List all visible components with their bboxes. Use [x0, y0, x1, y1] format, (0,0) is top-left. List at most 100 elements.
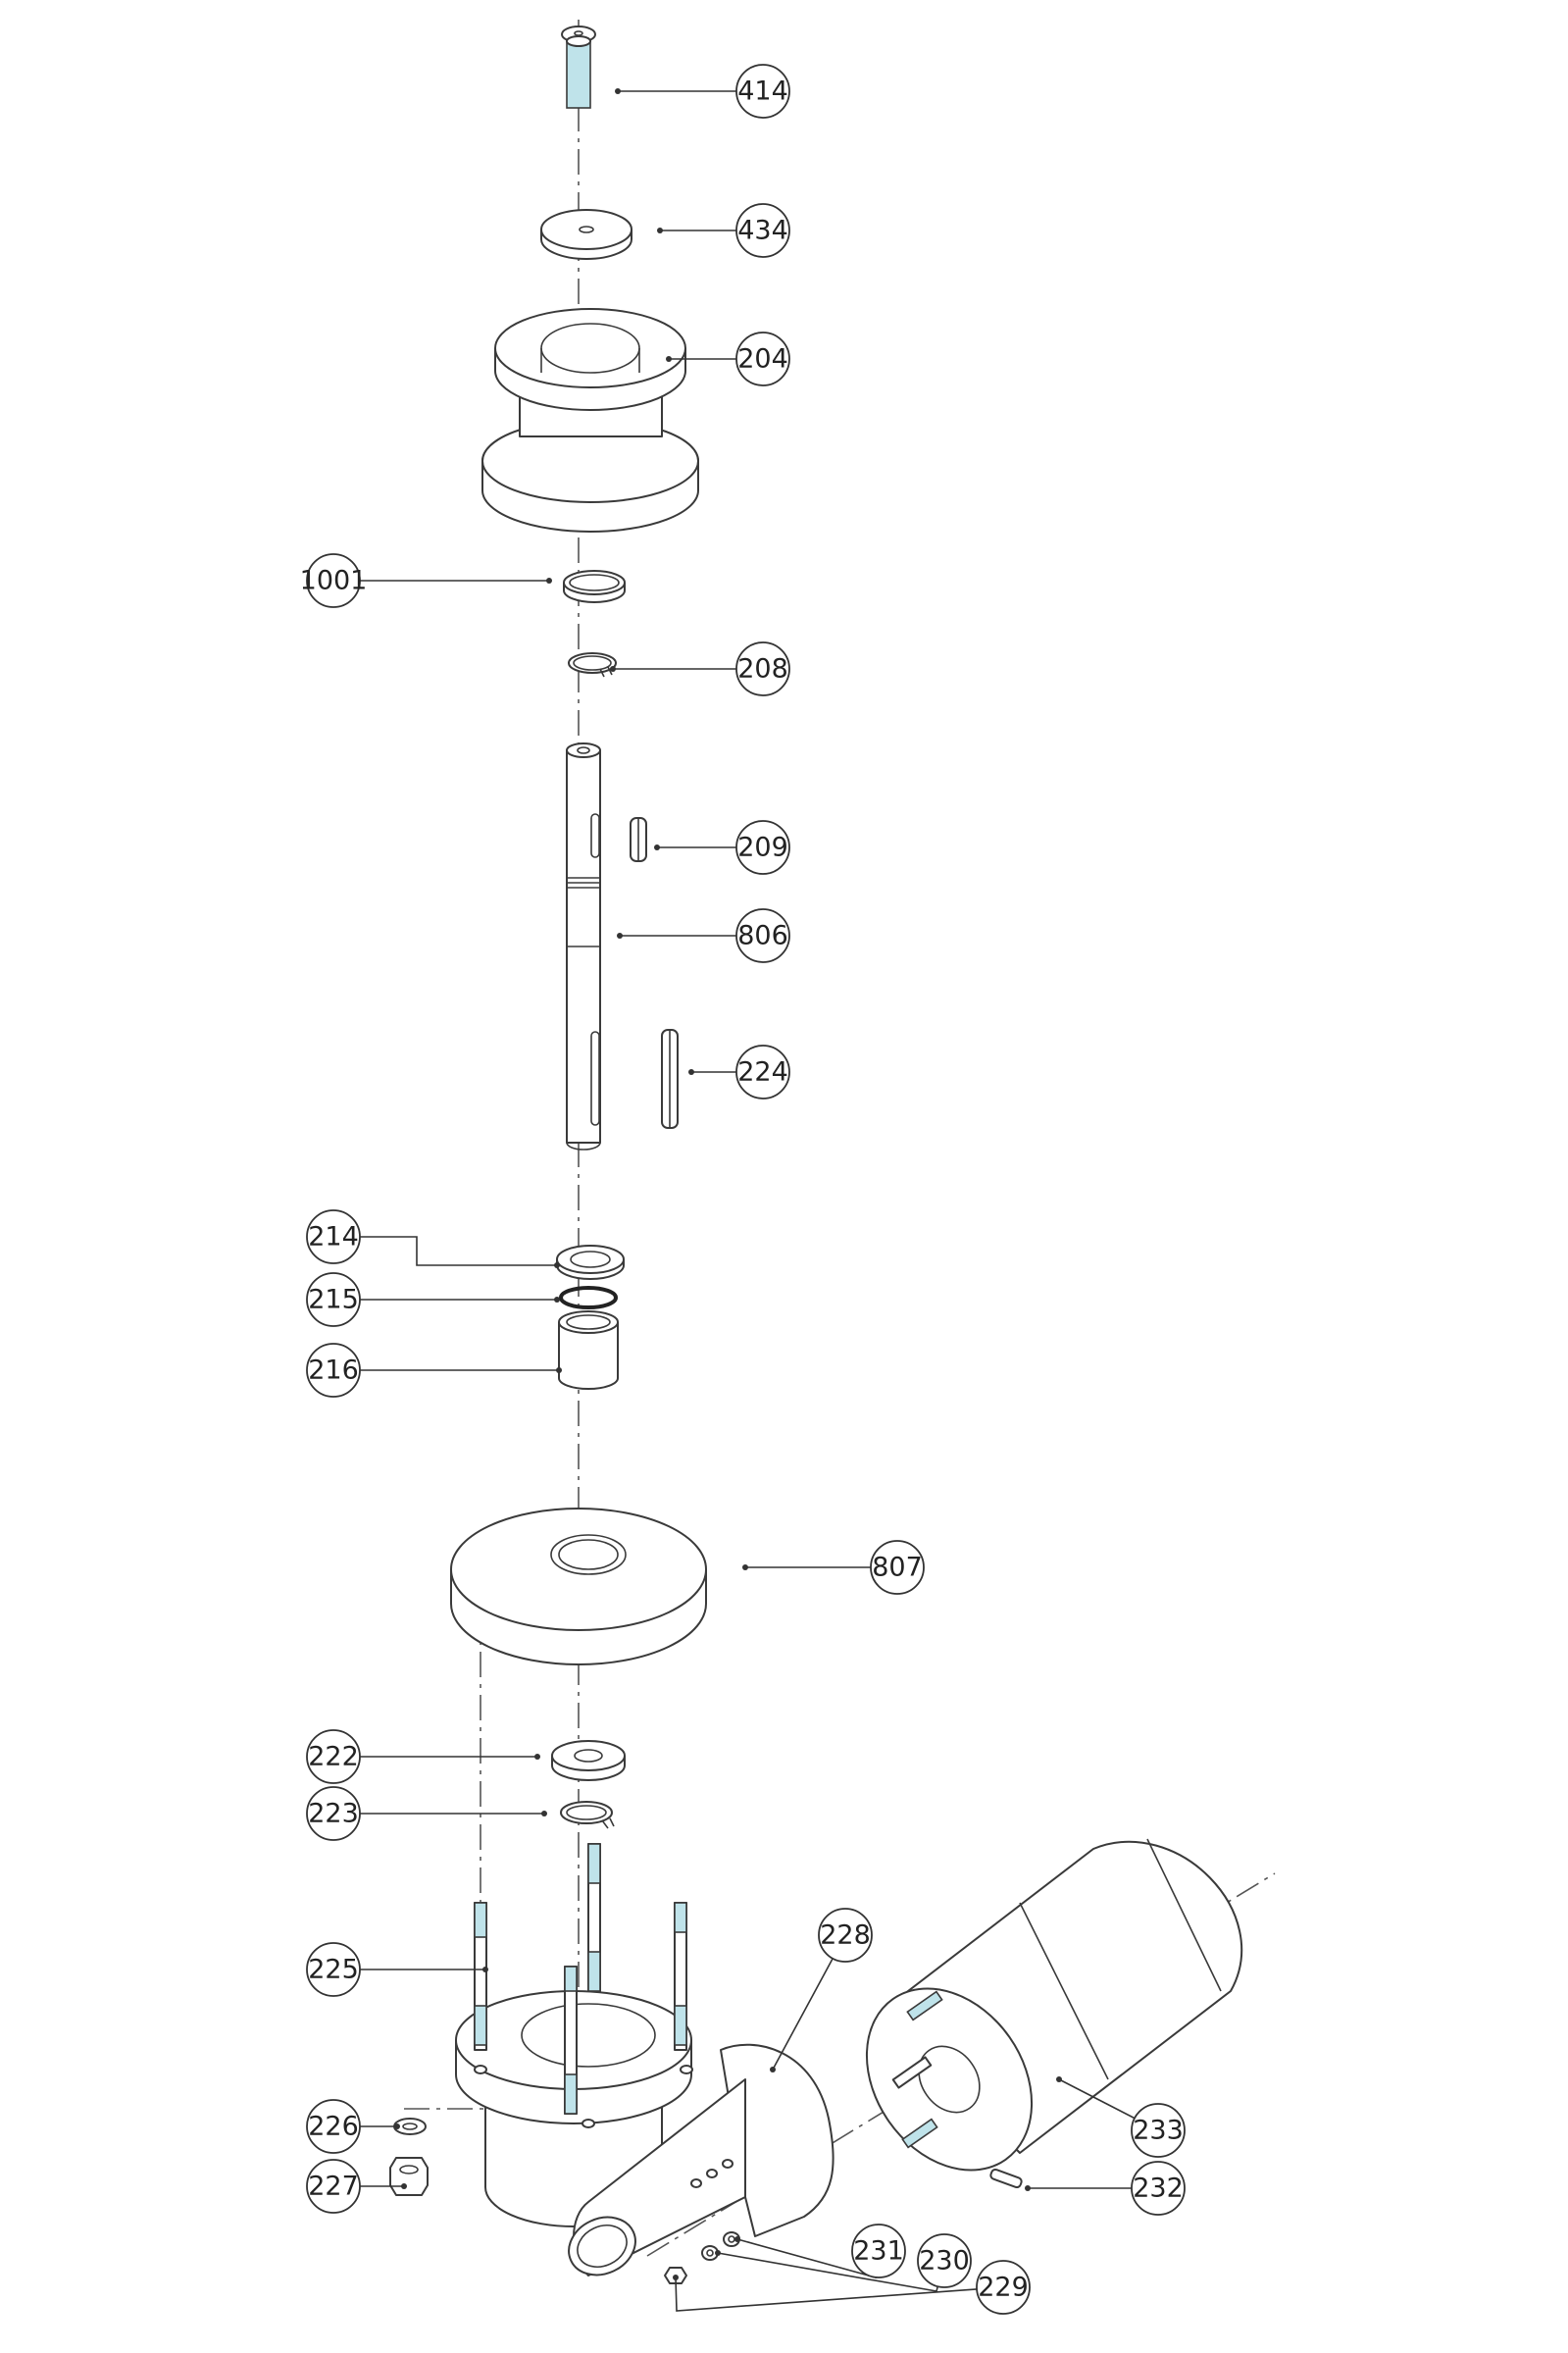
callout-233: 233 — [1131, 2103, 1186, 2158]
callout-circle-228 — [818, 1908, 873, 1963]
callout-circle-223 — [306, 1786, 361, 1841]
callout-label-225: 225 — [308, 1955, 359, 1985]
callout-216: 216 — [306, 1343, 361, 1398]
callout-label-215: 215 — [308, 1285, 359, 1315]
callout-label-807: 807 — [872, 1553, 923, 1583]
leader-lines — [360, 88, 1136, 2312]
callout-circle-806 — [735, 908, 790, 963]
callout-label-216: 216 — [308, 1356, 359, 1386]
part-224-key — [661, 1029, 679, 1129]
callout-circle-208 — [735, 641, 790, 696]
callout-227: 227 — [306, 2159, 361, 2214]
callout-226: 226 — [306, 2099, 361, 2154]
part-434-washer — [540, 209, 632, 260]
callout-806: 806 — [735, 908, 790, 963]
callout-label-226: 226 — [308, 2112, 359, 2142]
callout-209: 209 — [735, 820, 790, 875]
callout-bubbles: 414 434 204 1001 208 209 806 224 214 215 216 807 222… — [300, 64, 1186, 2315]
callout-214: 214 — [306, 1209, 361, 1264]
leader-dot-204 — [666, 356, 672, 362]
leader-dot-233 — [1056, 2076, 1062, 2082]
part-214-washer — [556, 1245, 625, 1280]
part-208-circlip — [568, 652, 617, 678]
callout-label-231: 231 — [853, 2236, 904, 2267]
callout-231: 231 — [851, 2224, 906, 2278]
callout-215: 215 — [306, 1272, 361, 1327]
part-209-key — [630, 817, 647, 862]
callout-circle-230 — [917, 2233, 972, 2288]
callout-label-434: 434 — [737, 216, 788, 246]
leader-dot-414 — [615, 88, 621, 94]
callout-label-209: 209 — [737, 833, 788, 863]
part-222-washer — [551, 1740, 626, 1781]
callout-label-229: 229 — [978, 2273, 1029, 2303]
leader-228 — [772, 1958, 834, 2071]
callout-circle-204 — [735, 332, 790, 386]
leader-dot-216 — [556, 1367, 562, 1373]
callout-circle-1001 — [306, 553, 361, 608]
leader-dot-434 — [657, 228, 663, 233]
callout-414: 414 — [735, 64, 790, 119]
callout-label-228: 228 — [820, 1920, 871, 1951]
callout-circle-224 — [735, 1045, 790, 1100]
leader-dot-806 — [617, 933, 623, 939]
callout-label-204: 204 — [737, 344, 788, 375]
leader-230 — [717, 2252, 939, 2292]
leader-dot-807 — [742, 1564, 748, 1570]
callout-circle-233 — [1131, 2103, 1186, 2158]
callout-230: 230 — [917, 2233, 972, 2288]
part-223-circlip — [560, 1801, 615, 1829]
callout-circle-414 — [735, 64, 790, 119]
leader-dot-225 — [482, 1967, 488, 1972]
callout-circle-222 — [306, 1729, 361, 1784]
callout-circle-225 — [306, 1942, 361, 1997]
callout-circle-232 — [1131, 2161, 1186, 2216]
callout-label-233: 233 — [1133, 2116, 1184, 2146]
leader-dot-228 — [770, 2067, 776, 2072]
leader-dot-208 — [610, 666, 616, 672]
leader-dot-1001 — [546, 578, 552, 584]
part-414-screw — [561, 26, 596, 109]
leader-dot-226 — [394, 2123, 400, 2129]
callout-circle-216 — [306, 1343, 361, 1398]
leader-dot-215 — [554, 1297, 560, 1303]
callout-225: 225 — [306, 1942, 361, 1997]
leader-214 — [360, 1236, 557, 1266]
leader-dot-224 — [688, 1069, 694, 1075]
part-228-adapter — [568, 2043, 835, 2276]
callout-224: 224 — [735, 1045, 790, 1100]
part-233-motor — [865, 1838, 1243, 2172]
callout-204: 204 — [735, 332, 790, 386]
leader-dot-223 — [541, 1811, 547, 1816]
callout-circle-227 — [306, 2159, 361, 2214]
leader-dot-230 — [715, 2250, 721, 2256]
callout-circle-209 — [735, 820, 790, 875]
callout-circle-807 — [870, 1540, 925, 1595]
part-806-shaft — [566, 742, 601, 1151]
part-215-o-ring — [559, 1286, 618, 1309]
callout-229: 229 — [976, 2260, 1031, 2315]
leader-dot-231 — [734, 2236, 740, 2242]
callout-label-227: 227 — [308, 2172, 359, 2202]
callout-208: 208 — [735, 641, 790, 696]
part-227-nut — [389, 2157, 429, 2196]
callout-circle-226 — [306, 2099, 361, 2154]
leader-dot-232 — [1025, 2185, 1031, 2191]
leader-229 — [675, 2276, 978, 2312]
callout-1001: 1001 — [300, 553, 367, 608]
callout-label-222: 222 — [308, 1742, 359, 1772]
callout-circle-214 — [306, 1209, 361, 1264]
callout-label-232: 232 — [1133, 2174, 1184, 2204]
leader-dot-214 — [554, 1262, 560, 1268]
callout-label-224: 224 — [737, 1057, 788, 1088]
callout-label-208: 208 — [737, 654, 788, 685]
callout-434: 434 — [735, 203, 790, 258]
part-216-bushing — [558, 1310, 619, 1390]
callout-232: 232 — [1131, 2161, 1186, 2216]
callout-label-223: 223 — [308, 1799, 359, 1829]
part-225-studs — [474, 1843, 687, 2115]
callout-label-214: 214 — [308, 1222, 359, 1253]
callout-label-414: 414 — [737, 77, 788, 107]
callout-circle-229 — [976, 2260, 1031, 2315]
